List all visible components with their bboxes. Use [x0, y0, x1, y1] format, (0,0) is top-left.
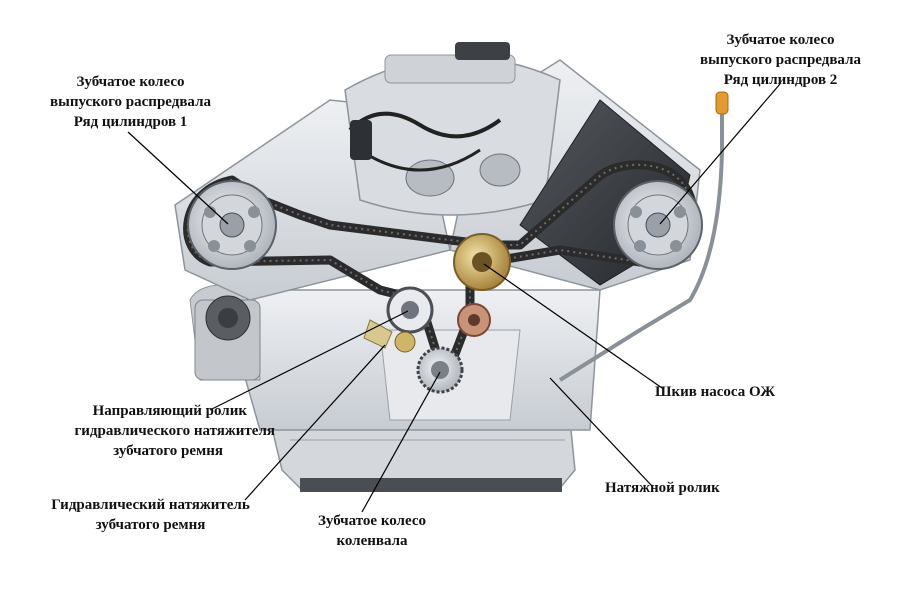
label-line: зубчатого ремня — [113, 443, 223, 459]
label-exhaust-cam-bank1: Зубчатое колесо выпуского распредвала Ря… — [38, 72, 223, 132]
leader-exhaust-cam-bank1 — [127, 131, 229, 225]
label-line: Гидравлический натяжитель — [51, 497, 250, 513]
label-line: Ряд цилиндров 1 — [73, 114, 188, 130]
oil-dipstick — [558, 91, 729, 382]
label-line: Зубчатое колесо — [726, 32, 835, 48]
tensioner-roller — [457, 303, 491, 337]
label-line: Зубчатое колесо — [318, 513, 426, 529]
label-line: зубчатого ремня — [95, 517, 206, 533]
label-line: Шкив насоса ОЖ — [655, 384, 776, 400]
label-tensioner-roller: Натяжной ролик — [605, 478, 755, 498]
label-hydraulic-tensioner: Гидравлический натяжитель зубчатого ремн… — [28, 495, 273, 535]
oil-pan — [269, 419, 576, 492]
crankshaft-sprocket — [416, 346, 464, 394]
label-line: гидравлического натяжителя — [74, 423, 275, 439]
label-line: выпуского распредвала — [700, 52, 861, 68]
label-exhaust-cam-bank2: Зубчатое колесо выпуского распредвала Ря… — [688, 30, 873, 90]
leader-exhaust-cam-bank2 — [659, 83, 781, 225]
leader-guide-roller — [209, 310, 409, 411]
label-guide-roller: Направляющий ролик гидравлического натяж… — [20, 401, 275, 461]
intake-manifold — [344, 42, 561, 216]
label-coolant-pump-pulley: Шкив насоса ОЖ — [655, 382, 815, 402]
leader-hydraulic-tensioner — [244, 344, 386, 501]
leader-coolant-pump — [483, 263, 663, 389]
label-line: выпуского распредвала — [50, 94, 211, 110]
label-line: Направляющий ролик — [92, 403, 247, 419]
label-line: Зубчатое колесо — [76, 74, 185, 90]
exhaust-cam-sprocket-bank2 — [613, 180, 703, 270]
timing-belt-teeth — [186, 163, 694, 384]
coolant-pump-pulley — [453, 233, 511, 291]
leader-crankshaft — [361, 371, 441, 513]
label-line: коленвала — [336, 533, 408, 549]
oil-filter-housing — [194, 295, 261, 381]
label-line: Натяжной ролик — [605, 480, 720, 496]
exhaust-cam-sprocket-bank1 — [187, 180, 277, 270]
label-line: Ряд цилиндров 2 — [723, 72, 838, 88]
hydraulic-tensioner — [363, 319, 416, 353]
leader-tensioner-roller — [549, 377, 653, 487]
label-crankshaft-sprocket: Зубчатое колесо коленвала — [292, 511, 452, 551]
leader-lines — [127, 83, 781, 513]
guide-roller — [386, 286, 434, 334]
